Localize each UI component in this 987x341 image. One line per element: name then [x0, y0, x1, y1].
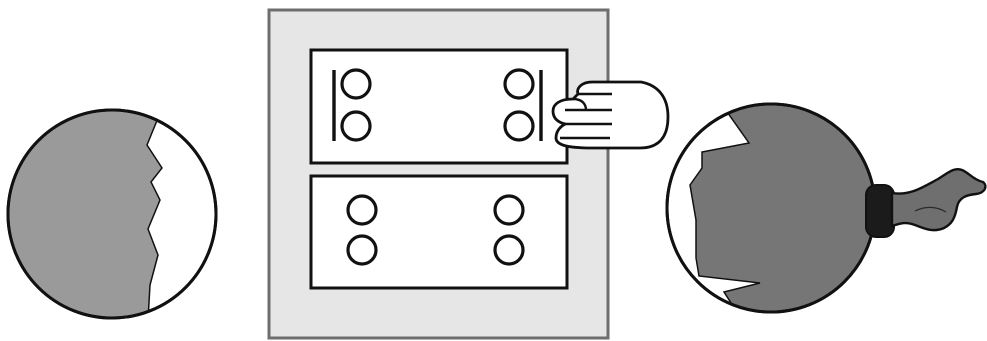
- left-disc: [0, 80, 216, 320]
- plug-icon: [866, 169, 985, 237]
- right-disc: [667, 80, 985, 320]
- bottom-switch-box: [311, 176, 567, 288]
- left-disc-shadow: [0, 80, 164, 320]
- top-switch-box: [311, 50, 567, 163]
- center-panel: [269, 10, 608, 338]
